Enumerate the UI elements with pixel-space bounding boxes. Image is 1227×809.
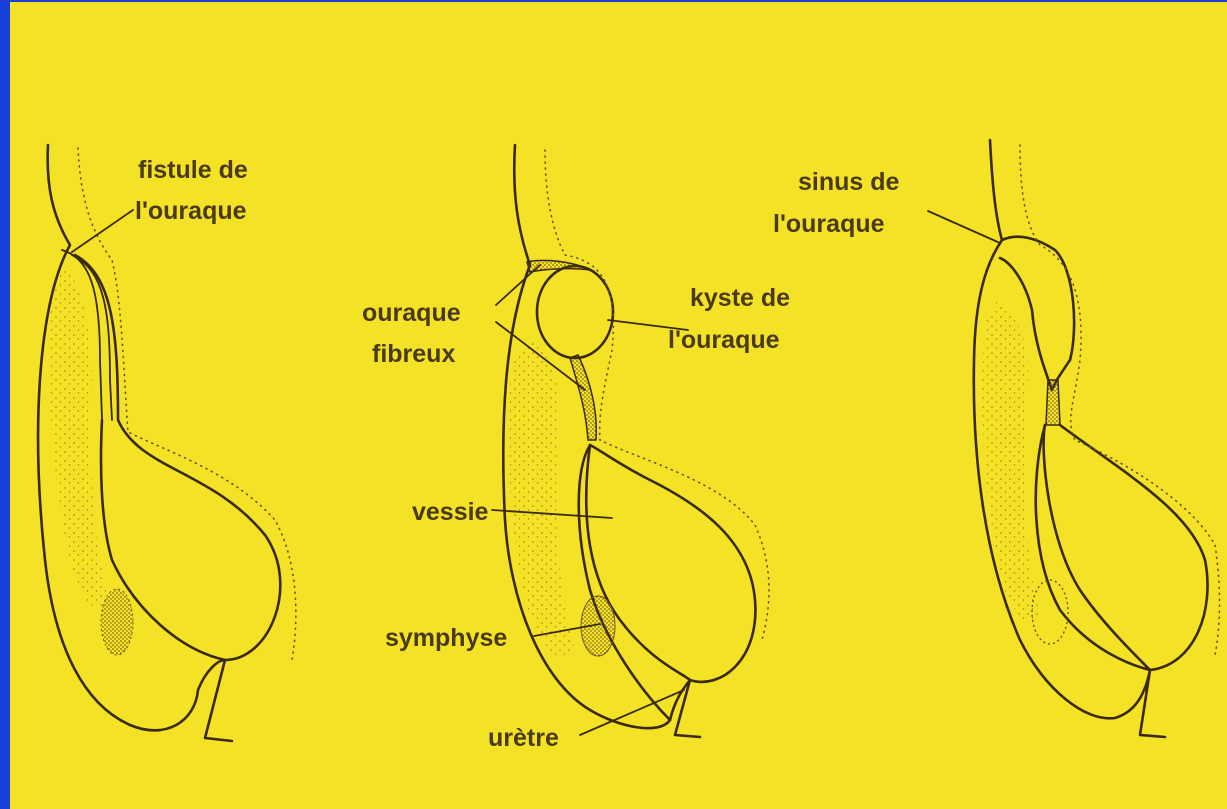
sinus-leader — [928, 211, 1000, 243]
peritoneum-dots — [545, 150, 769, 640]
wall-stipple — [509, 340, 575, 658]
panel-sinus: sinus de l'ouraque — [773, 140, 1220, 737]
sinus-label-line2: l'ouraque — [773, 210, 885, 238]
fistula-label-line1: fistule de — [138, 156, 248, 184]
bladder-label: vessie — [412, 498, 489, 526]
fistula-label-line2: l'ouraque — [135, 197, 247, 225]
urachal-cyst — [537, 266, 613, 358]
panel-cyst: ouraque fibreux kyste de l'ouraque vessi… — [362, 145, 790, 752]
urethra-label: urètre — [488, 724, 559, 752]
symphysis-label: symphyse — [385, 624, 507, 652]
fibrous-urachus-label-line2: fibreux — [372, 340, 455, 368]
bladder-inner-wall — [579, 445, 670, 720]
fibrous-urachus-label-line1: ouraque — [362, 299, 461, 327]
panel-fistula: fistule de l'ouraque — [38, 145, 296, 741]
cyst-label-line2: l'ouraque — [668, 326, 780, 354]
wall-stipple — [982, 300, 1040, 622]
bladder-outline — [586, 445, 755, 682]
sinus-label-line1: sinus de — [798, 168, 900, 196]
cyst-label-line1: kyste de — [690, 284, 790, 312]
fibrous-cord — [1046, 380, 1060, 425]
symphysis — [101, 589, 133, 655]
fibrous-urachus-lower — [570, 355, 596, 440]
bladder-inner-wall — [1044, 425, 1150, 670]
